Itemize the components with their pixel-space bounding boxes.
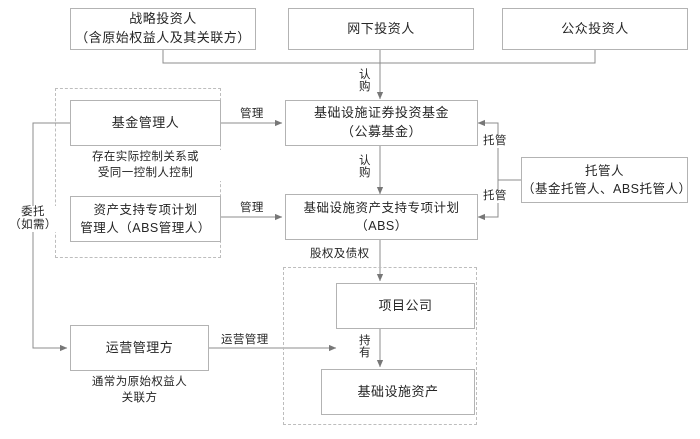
edge-label-hold: 持有 (358, 334, 372, 361)
wire-investor-bus (162, 50, 596, 64)
node-custodian[interactable]: 托管人 （基金托管人、ABS托管人） (521, 157, 691, 203)
wire-custody-fund (477, 119, 521, 181)
node-project-company[interactable]: 项目公司 (336, 283, 475, 329)
node-strategic-investor[interactable]: 战略投资人 （含原始权益人及其关联方） (70, 8, 256, 50)
edge-label-subscribe-abs: 认购 (358, 154, 372, 181)
node-offline-investor[interactable]: 网下投资人 (288, 8, 474, 50)
edge-label-equity-debt: 股权及债权 (308, 248, 372, 262)
edge-label-operate-manage: 运营管理 (219, 334, 271, 348)
edge-label-entrust: 委托 （如需） (4, 206, 62, 233)
node-fund-manager[interactable]: 基金管理人 (70, 100, 221, 146)
edge-label-manage-abs: 管理 (238, 202, 266, 216)
node-abs-plan[interactable]: 基础设施资产支持专项计划 （ABS） (285, 194, 478, 240)
edge-label-custody-fund: 托管 (481, 135, 509, 149)
edge-label-subscribe-fund: 认购 (358, 68, 372, 95)
edge-label-manage-fund: 管理 (238, 108, 266, 122)
node-public-investor[interactable]: 公众投资人 (502, 8, 688, 50)
node-operator[interactable]: 运营管理方 (70, 325, 209, 371)
edge-label-custody-abs: 托管 (481, 190, 509, 204)
node-abs-manager[interactable]: 资产支持专项计划 管理人（ABS管理人） (70, 196, 221, 242)
node-infrastructure-asset[interactable]: 基础设施资产 (321, 369, 475, 415)
note-operator-affiliate: 通常为原始权益人 关联方 (62, 375, 217, 407)
node-public-fund[interactable]: 基础设施证券投资基金 （公募基金） (285, 100, 478, 146)
note-control-relationship: 存在实际控制关系或 受同一控制人控制 (70, 150, 221, 182)
